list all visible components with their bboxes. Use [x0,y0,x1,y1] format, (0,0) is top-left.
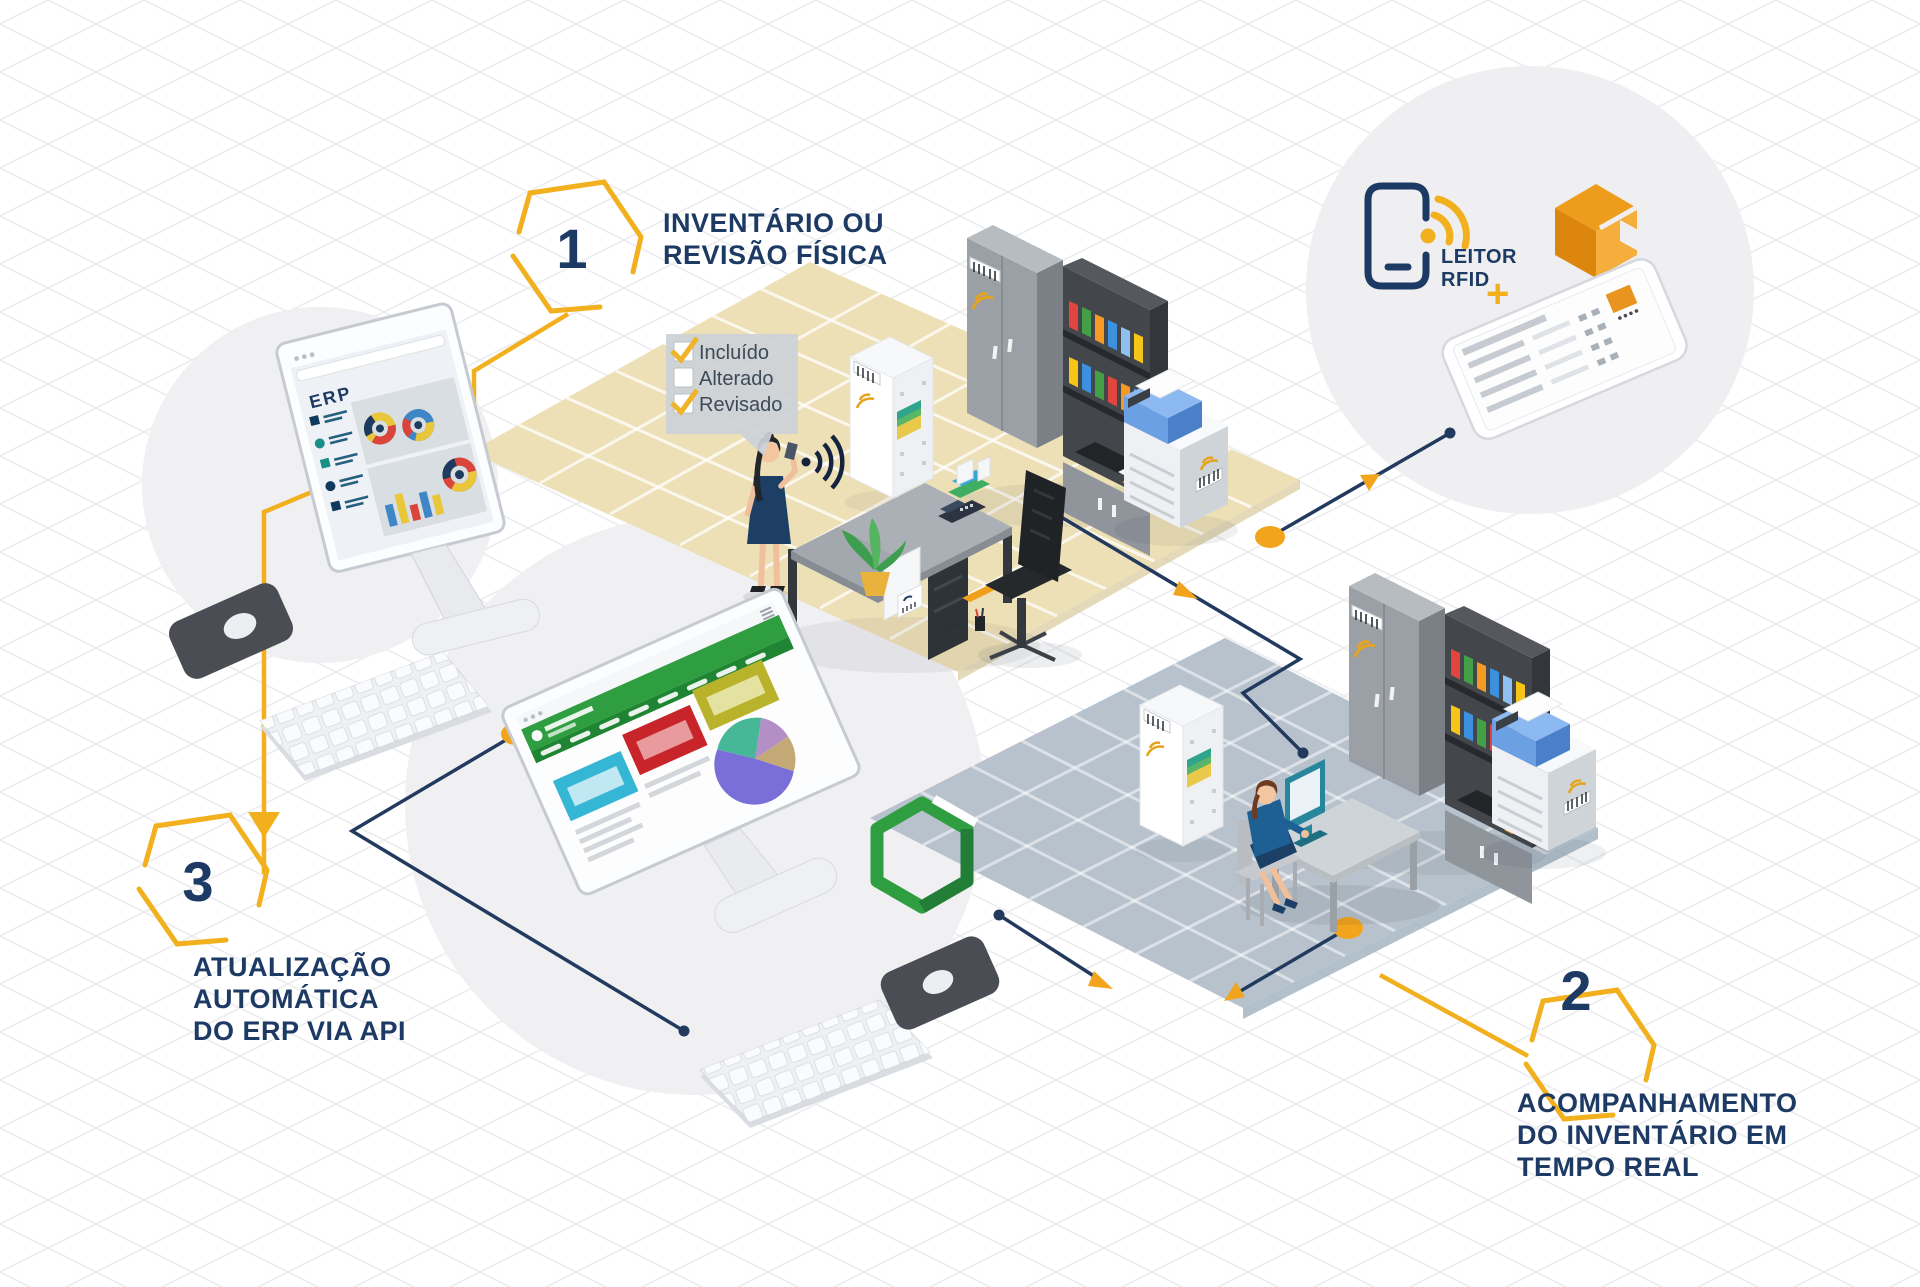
step3-number: 3 [182,850,213,913]
dashboard-text-lines [574,755,711,863]
green-cube-logo-icon [870,795,979,914]
inventory-tablet [1441,258,1688,440]
dashboard-workstation [501,587,1000,1128]
step2-number: 2 [1560,959,1591,1022]
dashboard-pie-chart [714,717,796,805]
dashboard-monitor [501,587,861,933]
desk-telephone [938,500,986,523]
dashboard-header [521,614,789,752]
ponytail [754,450,763,502]
step1-badge: 1 [510,179,644,314]
step2-title-line1: ACOMPANHAMENTO [1517,1088,1798,1118]
dashboard-keyboard [699,999,933,1128]
arrow-down-icon [248,812,280,838]
checklist-item-revisado: Revisado [699,394,782,416]
monitoring-operator [1235,780,1309,926]
step3-badge: 3 [136,812,270,947]
checkmark-icon [670,388,700,416]
connector-room2-to-dashboard [1231,926,1349,998]
top-right-circle-backdrop [1306,66,1754,514]
node-dot [1255,526,1285,548]
rfid-label-line2: RFID [1441,269,1490,291]
checklist-item-incluido: Incluído [699,342,769,364]
checklist-item-alterado: Alterado [699,368,774,390]
arrow-icon [1173,581,1198,599]
package-cube-icon [1555,184,1641,278]
step3-title-line3: DO ERP VIA API [193,1016,406,1046]
step1-title-line1: INVENTÁRIO OU [663,207,884,238]
dashboard-cards [552,659,780,822]
rfid-illustration: LEITOR RFID + [1364,182,1688,440]
node-dot [1333,917,1363,939]
connector-room1-to-tablet [1269,431,1451,539]
rfid-phone-icon [1364,182,1470,290]
step3-title-line1: ATUALIZAÇÃO [193,951,391,982]
erp-keyboard [259,651,492,781]
asset-tag-card [897,583,923,619]
arrow-icon [1088,971,1113,989]
erp-workstation: ERP [168,302,540,781]
erp-monitor: ERP [275,302,540,656]
checklist-bubble: Incluído Alterado Revisado [666,334,798,456]
hair [1252,793,1260,820]
pen-cup [975,616,985,631]
document-trays [948,456,991,498]
room2-office [1133,571,1608,932]
connector-dashboard-to-room2 [998,913,1101,982]
step2-title-line2: DO INVENTÁRIO EM [1517,1119,1788,1150]
arrow-icon [1360,474,1380,491]
dashboard-mousepad [880,936,1000,1030]
monitoring-desk [1240,759,1440,932]
connector-erp-to-dashboard [348,732,685,1033]
smartphone [942,622,962,632]
erp-sidebar [309,410,369,512]
mouse [922,970,954,994]
mouse [223,613,257,639]
erp-bar-chart [367,443,488,537]
plus-sign: + [1486,272,1509,316]
office-chair [978,470,1082,668]
step2-title-line3: TEMPO REAL [1517,1152,1699,1182]
step1-title-line2: REVISÃO FÍSICA [663,239,888,270]
step1-number: 1 [556,217,587,280]
checkmark-icon [670,336,700,364]
erp-mousepad [168,583,294,679]
connector-to-step2 [1378,973,1530,1058]
room1-office: Incluído Alterado Revisado [666,223,1240,673]
plant [842,518,906,596]
office-desk [770,456,1040,673]
tablet-tag-chip [1605,284,1638,314]
wifi-signal-icon [801,434,845,490]
desktop-monitor [1285,759,1328,847]
rfid-label-line1: LEITOR [1441,246,1517,268]
step2-badge: 2 [1523,959,1657,1122]
handheld-rfid-phone [784,442,798,460]
erp-donut-charts [350,377,470,465]
arrow-icon [1224,982,1245,1001]
step3-title-line2: AUTOMÁTICA [193,983,379,1014]
